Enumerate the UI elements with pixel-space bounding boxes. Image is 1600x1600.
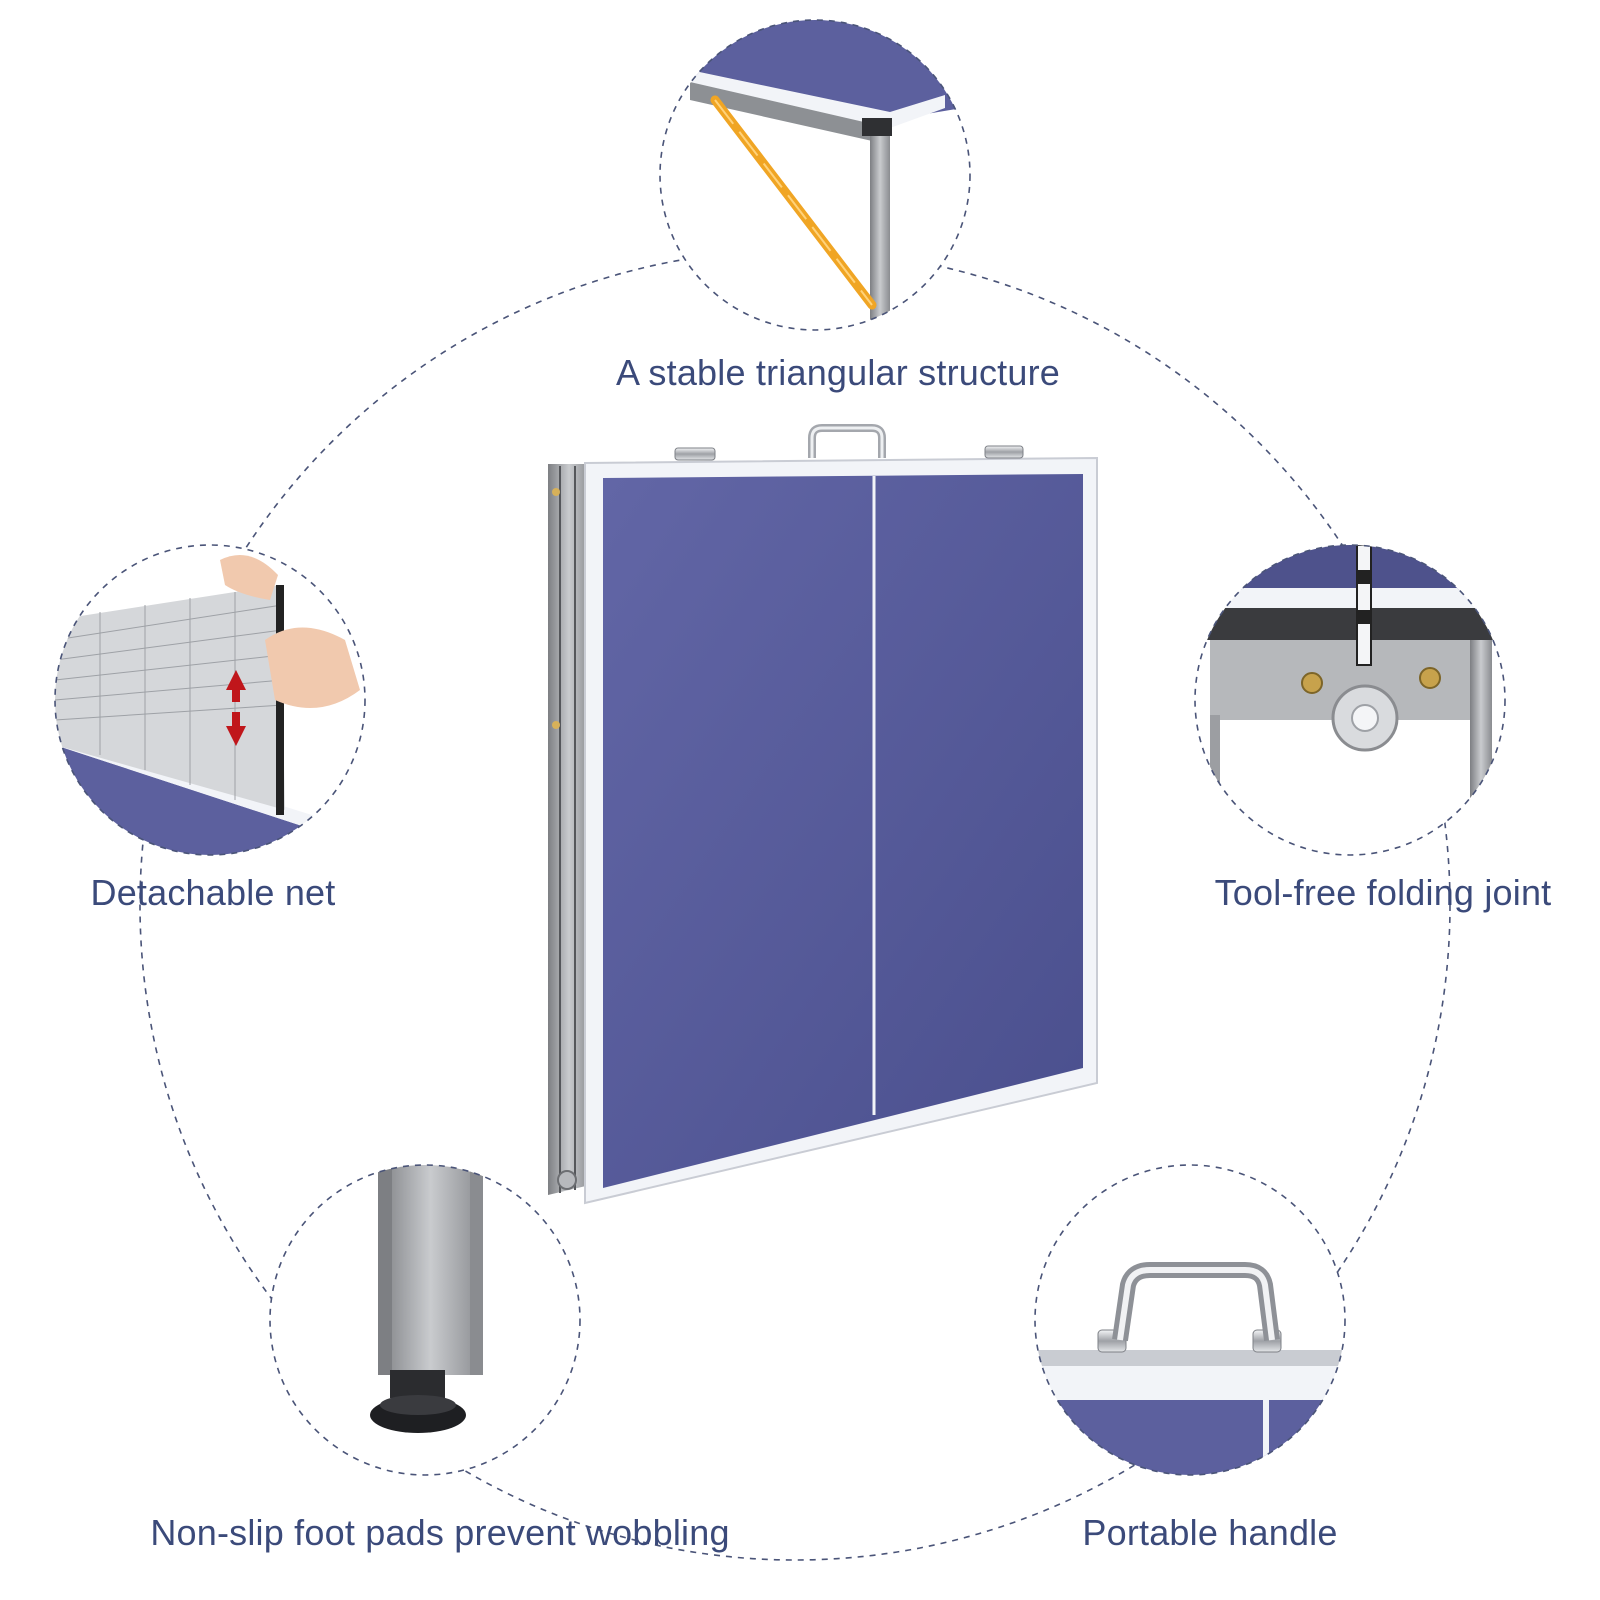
folding-joint-photo: [1194, 544, 1506, 856]
foot-pads-dashed-circle: [269, 1164, 581, 1476]
detachable-net-photo: [54, 544, 366, 856]
triangular-structure-photo: [659, 19, 971, 331]
folding-joint-dashed-circle: [1194, 544, 1506, 856]
label-portable-handle: Portable handle: [1082, 1512, 1337, 1553]
label-detachable-net: Detachable net: [91, 872, 336, 913]
portable-handle-photo: [1034, 1164, 1346, 1476]
detachable-net-dashed-circle: [54, 544, 366, 856]
triangular-structure-dashed-circle: [659, 19, 971, 331]
foot-pads-photo: [269, 1164, 581, 1476]
portable-handle-dashed-circle: [1034, 1164, 1346, 1476]
label-foot-pads: Non-slip foot pads prevent wobbling: [150, 1512, 729, 1553]
folded-table-image: [548, 424, 1098, 1205]
label-folding-joint: Tool-free folding joint: [1215, 872, 1552, 913]
label-triangular-structure: A stable triangular structure: [616, 352, 1060, 393]
